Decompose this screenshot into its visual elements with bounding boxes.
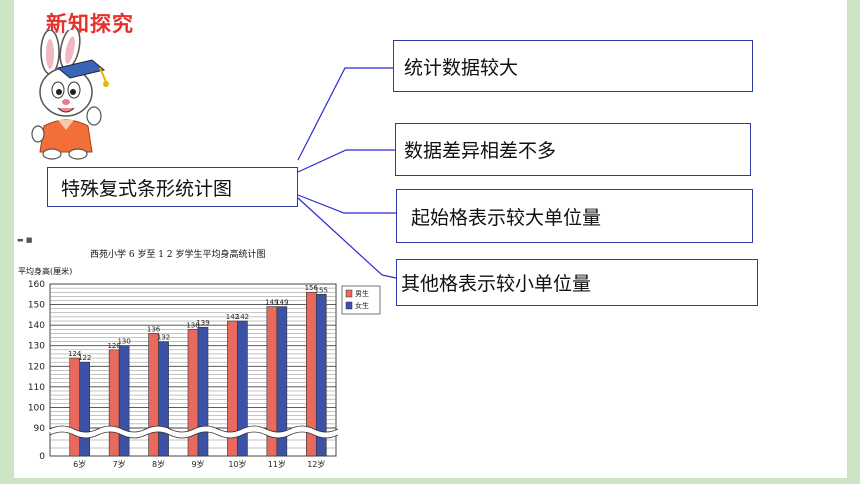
branch-box-3: 起始格表示较大单位量 xyxy=(396,189,753,243)
connector-2 xyxy=(297,149,395,173)
bar-value-label: 122 xyxy=(78,354,91,362)
bar xyxy=(118,345,130,457)
bar-value-label: 156 xyxy=(305,284,319,292)
bar-value-label: 149 xyxy=(275,299,288,307)
branch-label-2: 数据差异相差不多 xyxy=(404,140,557,162)
bar xyxy=(148,333,159,457)
bar-value-label: 155 xyxy=(315,286,328,294)
axis-break-line xyxy=(49,431,339,439)
bar-value-label: 142 xyxy=(226,313,239,321)
x-tick-label: 9岁 xyxy=(191,459,204,469)
bar xyxy=(158,341,169,457)
bar xyxy=(197,326,209,457)
main-concept-label: 特殊复式条形统计图 xyxy=(61,177,233,200)
branch-label-4: 其他格表示较小单位量 xyxy=(401,273,592,295)
y-tick-label: 160 xyxy=(28,280,45,290)
bar xyxy=(237,320,248,457)
y-tick-label: 110 xyxy=(28,383,45,393)
legend-swatch xyxy=(345,301,353,310)
x-tick-label: 8岁 xyxy=(152,459,165,469)
y-tick-label: 120 xyxy=(28,362,45,372)
bar-value-label: 142 xyxy=(236,313,249,321)
y-tick-label: 150 xyxy=(28,301,45,311)
bar xyxy=(69,357,81,457)
legend-swatch xyxy=(345,289,353,298)
connector-1 xyxy=(297,67,393,161)
bar-chart: 0901001101201301401501601241226岁1281307岁… xyxy=(28,280,381,469)
x-tick-label: 10岁 xyxy=(228,459,246,469)
x-tick-label: 12岁 xyxy=(307,459,325,469)
bar-value-label: 139 xyxy=(196,319,209,327)
bar xyxy=(276,306,288,457)
legend-label: 女生 xyxy=(355,301,369,310)
x-tick-label: 6岁 xyxy=(73,459,86,469)
y-tick-label: 90 xyxy=(34,424,46,434)
bar-value-label: 149 xyxy=(265,299,278,307)
corner-mark: ▬ ■ xyxy=(17,236,33,244)
bar-value-label: 128 xyxy=(107,342,120,350)
branch-box-1: 统计数据较大 xyxy=(393,40,753,92)
y-tick-label: 140 xyxy=(28,321,45,331)
y-tick-label: 100 xyxy=(28,403,45,413)
connector-3 xyxy=(297,194,396,214)
chart-y-axis-label: 平均身高(厘米) xyxy=(18,267,73,276)
chart-title: 西苑小学 6 岁至 1 2 岁学生平均身高统计图 xyxy=(90,250,266,260)
bar-value-label: 136 xyxy=(147,325,161,333)
bar xyxy=(315,293,327,457)
bar-value-label: 138 xyxy=(186,321,199,329)
bar-value-label: 130 xyxy=(117,338,130,346)
bar xyxy=(108,349,120,457)
bar-value-label: 124 xyxy=(68,350,82,358)
x-tick-label: 11岁 xyxy=(268,459,286,469)
axis-break-band xyxy=(48,426,340,438)
section-title: 新知探究 xyxy=(46,12,134,36)
rabbit-mascot-icon xyxy=(31,30,109,160)
branch-box-2: 数据差异相差不多 xyxy=(395,123,751,176)
bar-value-label: 132 xyxy=(157,334,170,342)
branch-label-3: 起始格表示较大单位量 xyxy=(411,206,602,229)
x-tick-label: 7岁 xyxy=(113,459,126,469)
connector-4 xyxy=(297,197,397,279)
bar xyxy=(79,361,91,457)
y-tick-label: 130 xyxy=(28,342,45,352)
main-concept-box: 特殊复式条形统计图 xyxy=(47,167,298,207)
y-tick-label: 0 xyxy=(39,452,45,462)
legend-label: 男生 xyxy=(355,289,369,298)
branch-box-4: 其他格表示较小单位量 xyxy=(396,259,758,306)
branch-label-1: 统计数据较大 xyxy=(404,56,519,79)
axis-break-line xyxy=(49,425,339,433)
